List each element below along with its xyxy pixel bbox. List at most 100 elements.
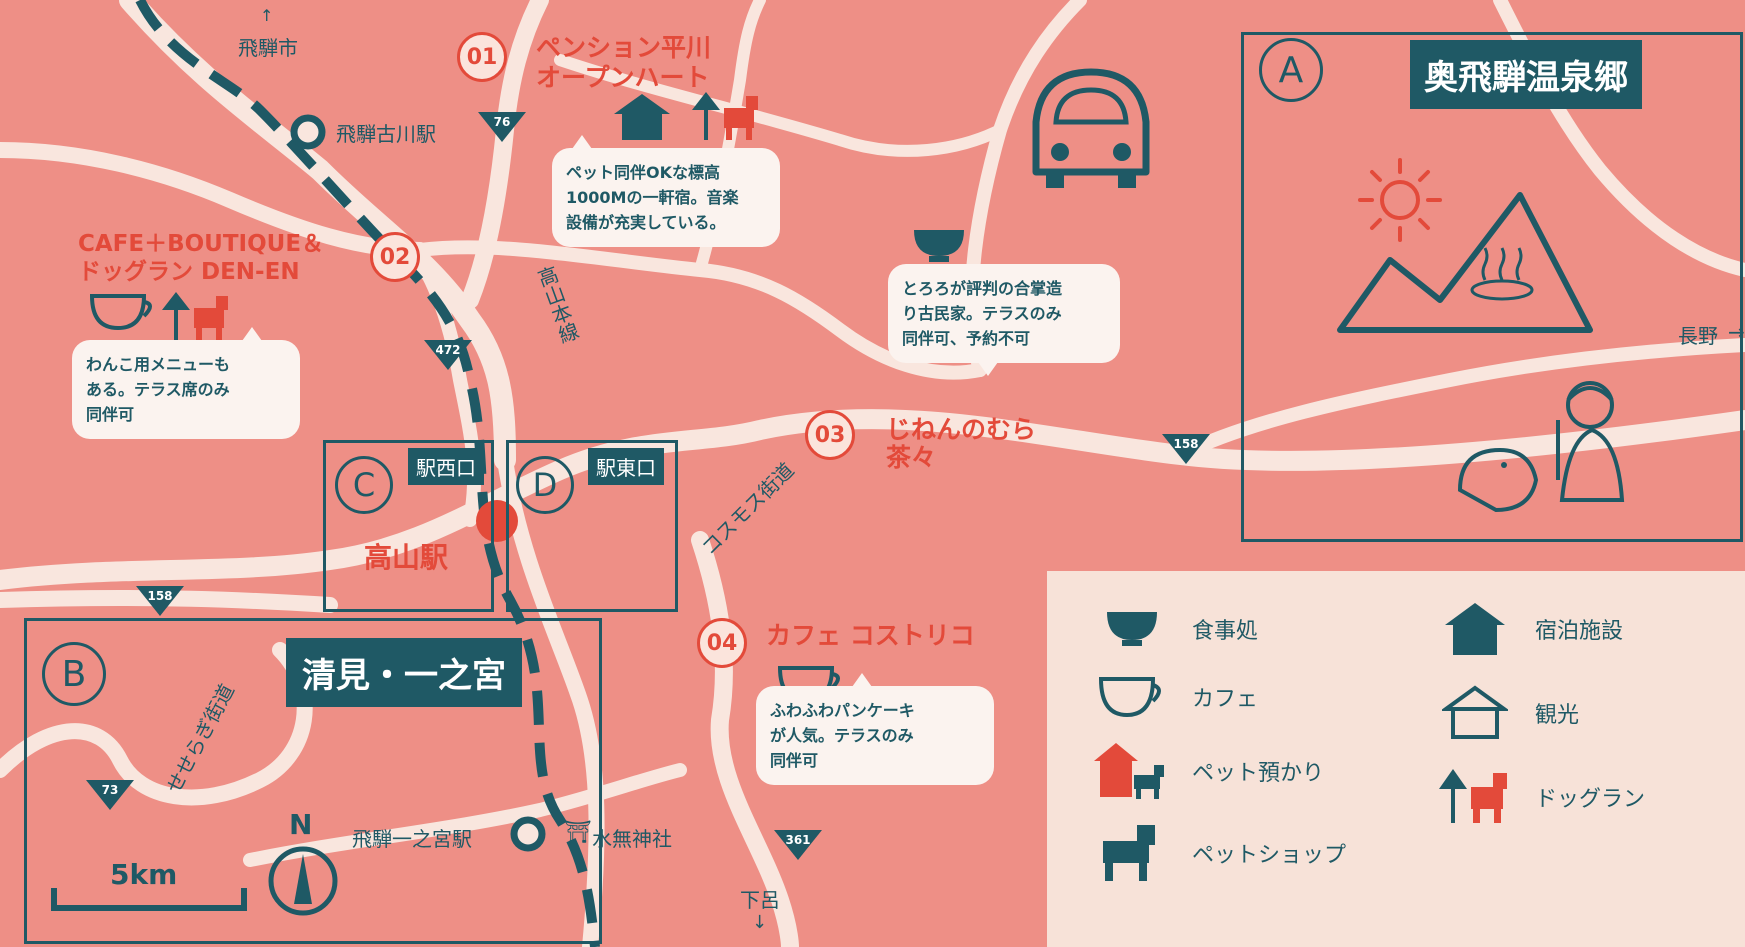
- spot-04-note-line1: ふわふわパンケーキ: [770, 701, 915, 720]
- railway-line: [135, 0, 600, 947]
- spot-03-restaurant-icon: [914, 230, 964, 262]
- spot-01-marker[interactable]: 01: [457, 32, 507, 82]
- area-c-box: [323, 440, 494, 612]
- spot-01-note-line3: 設備が充実している。: [566, 213, 726, 232]
- route-76-number: 76: [493, 115, 511, 129]
- spot-03-note-line3: 同伴可、予約不可: [902, 329, 1031, 348]
- road-cosmos: [0, 409, 1745, 590]
- spot-03-name-line1: じねんのむら: [886, 415, 1037, 444]
- route-361-number: 361: [785, 833, 811, 847]
- nagano-label: 長野: [1678, 324, 1718, 348]
- legend-pet-boarding-label: ペット預かり: [1192, 761, 1325, 786]
- sightseeing-icon: [1442, 685, 1508, 739]
- area-b-letter: B: [42, 642, 106, 706]
- road-to-furukawa: [119, 0, 516, 471]
- spot-01-dog-run-icon: [692, 92, 758, 140]
- legend-dog-run: ドッグラン: [1435, 767, 1645, 827]
- route-472-number: 472: [435, 343, 461, 357]
- area-a-box: [1241, 32, 1743, 542]
- spot-02-name-line2: ドッグラン DEN-EN: [78, 259, 300, 285]
- spot-01-note-tail: [572, 135, 592, 149]
- hida-furukawa-station-marker: [290, 114, 326, 150]
- legend-lodging-label: 宿泊施設: [1535, 619, 1624, 644]
- compass-icon: [268, 846, 338, 916]
- hida-ichinomiya-station-label: 飛騨一之宮駅: [352, 827, 472, 851]
- minashi-shrine-label: 水無神社: [592, 827, 672, 851]
- spot-03-note-tail: [978, 362, 998, 376]
- legend-pet-shop: ペットショップ: [1092, 823, 1346, 883]
- car-illustration: [1032, 68, 1150, 188]
- spot-01-note-line1: ペット同伴OKな標高: [566, 163, 721, 182]
- spot-03-note-line2: り古民家。テラスのみ: [902, 304, 1062, 323]
- area-a-letter: A: [1259, 38, 1323, 102]
- spot-01-name-line1: ペンション平川: [536, 33, 712, 62]
- legend-dog-run-label: ドッグラン: [1535, 787, 1646, 812]
- spot-03-marker[interactable]: 03: [805, 410, 855, 460]
- gero-arrow: ↓: [752, 912, 768, 933]
- road-158-west: [0, 589, 338, 613]
- spot-04-marker[interactable]: 04: [697, 618, 747, 668]
- route-158-east-number: 158: [1173, 437, 1199, 451]
- pet-boarding-icon: [1094, 743, 1164, 799]
- route-158-west-shield: 158: [136, 586, 184, 616]
- spot-03-name-line2: 茶々: [886, 443, 937, 472]
- spot-04-note-line2: が人気。テラスのみ: [770, 726, 914, 745]
- gero-label: 下呂: [740, 888, 780, 912]
- route-76-shield: 76: [478, 112, 526, 142]
- route-158-east-shield: 158: [1162, 434, 1210, 464]
- spot-01-note: ペット同伴OKな標高 1000Mの一軒宿。音楽 設備が充実している。: [552, 135, 780, 247]
- road-top: [554, 54, 1006, 157]
- spot-03-note-line1: とろろが評判の合掌造: [902, 279, 1063, 298]
- hida-city-arrow: ↑: [260, 6, 274, 25]
- takayama-station-label: 高山駅: [364, 541, 449, 574]
- spot-01-name-line2: オープンハート: [536, 63, 710, 92]
- road-ichinomiya: [243, 763, 687, 867]
- road-mid: [413, 240, 987, 380]
- spot-02-marker[interactable]: 02: [370, 232, 420, 282]
- area-d-letter: D: [516, 456, 574, 514]
- scale-label: 5km: [110, 858, 178, 891]
- legend-lodging: 宿泊施設: [1435, 599, 1623, 659]
- spot-02-cafe-icon: [89, 294, 152, 331]
- route-73-number: 73: [101, 783, 119, 797]
- legend-sightseeing: 観光: [1435, 683, 1579, 743]
- spot-01-lodging-icon: [614, 94, 670, 140]
- road-south: [497, 452, 605, 947]
- hiker-with-dog-illustration: [1457, 381, 1625, 513]
- hida-city-label: 飛騨市: [238, 36, 298, 60]
- area-b-box: [24, 618, 602, 944]
- legend-restaurant: 食事処: [1092, 599, 1258, 659]
- spot-02-note-line2: ある。テラス席のみ: [86, 380, 230, 399]
- route-158-west-number: 158: [147, 589, 173, 603]
- north-label: N: [289, 808, 313, 841]
- hida-ichinomiya-station-marker: [510, 816, 546, 852]
- area-d-box: [506, 440, 678, 612]
- legend-cafe: カフェ: [1092, 667, 1258, 727]
- road-nagano: [1173, 338, 1745, 462]
- area-b-title: 清見・一之宮: [286, 638, 522, 707]
- route-472-shield: 472: [424, 340, 472, 370]
- legend-sightseeing-label: 観光: [1535, 703, 1580, 728]
- spot-01-note-line2: 1000Mの一軒宿。音楽: [566, 188, 739, 207]
- pet-shop-icon: [1103, 825, 1155, 881]
- legend-pet-shop-label: ペットショップ: [1192, 843, 1347, 868]
- lodging-icon: [1445, 603, 1505, 655]
- area-d-label: 駅東口: [588, 448, 664, 485]
- spot-02-note-tail: [242, 327, 262, 341]
- area-c-letter: C: [335, 456, 393, 514]
- road-west: [0, 142, 428, 258]
- spot-02-name-line1: CAFE＋BOUTIQUE＆: [78, 231, 325, 257]
- spot-04-note: ふわふわパンケーキ が人気。テラスのみ 同伴可: [756, 673, 994, 785]
- spot-03-note: とろろが評判の合掌造 り古民家。テラスのみ 同伴可、予約不可: [888, 264, 1120, 376]
- restaurant-icon: [1107, 612, 1157, 646]
- road-seseragi: [0, 642, 313, 806]
- area-c-label: 駅西口: [408, 448, 484, 485]
- legend-cafe-label: カフェ: [1192, 687, 1259, 712]
- legend-pet-boarding: ペット預かり: [1092, 741, 1324, 801]
- spot-04-name: カフェ コストリコ: [766, 621, 975, 650]
- spot-02-dog-run-icon: [162, 292, 228, 340]
- scale-bar: [51, 888, 247, 911]
- torii-icon: ⛩: [564, 820, 592, 845]
